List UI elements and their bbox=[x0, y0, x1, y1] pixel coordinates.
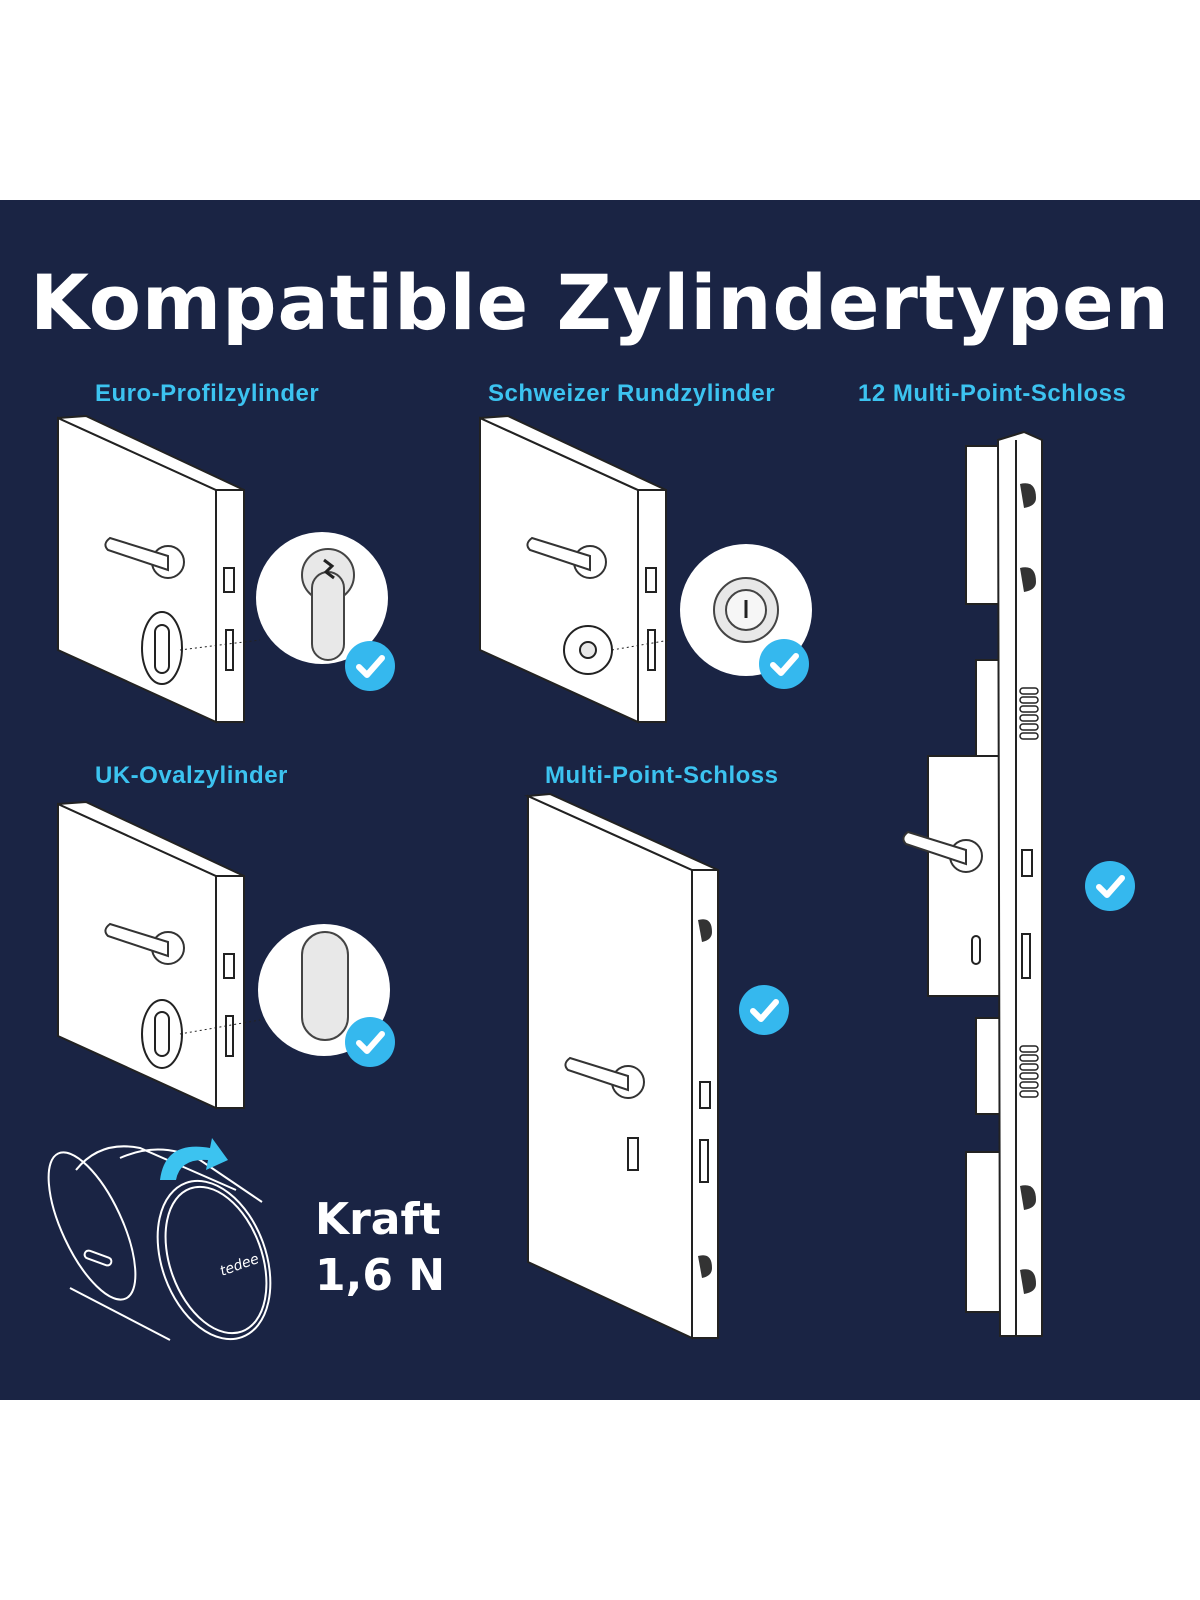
rotate-arrow-icon bbox=[160, 1138, 228, 1180]
force-value: 1,6 N bbox=[315, 1250, 446, 1301]
label-swiss-round: Schweizer Rundzylinder bbox=[488, 380, 776, 407]
uk-oval-door-illustration bbox=[57, 801, 395, 1109]
swiss-round-door-illustration bbox=[479, 415, 812, 723]
check-icon bbox=[345, 1017, 395, 1067]
page-title: Kompatible Zylindertypen bbox=[30, 258, 1170, 347]
check-icon bbox=[345, 641, 395, 691]
euro-profile-door-illustration bbox=[57, 415, 395, 723]
smart-lock-illustration: tedee bbox=[47, 1138, 272, 1341]
multi-point-door-illustration bbox=[524, 792, 789, 1340]
12-multi-point-lock-illustration bbox=[902, 430, 1135, 1337]
check-icon bbox=[759, 639, 809, 689]
label-euro-profile: Euro-Profilzylinder bbox=[95, 380, 320, 407]
check-icon bbox=[1085, 861, 1135, 911]
check-icon bbox=[739, 985, 789, 1035]
label-12-multi-point: 12 Multi-Point-Schloss bbox=[858, 380, 1127, 407]
label-multi-point: Multi-Point-Schloss bbox=[545, 762, 779, 789]
force-text: Kraft 1,6 N bbox=[315, 1192, 445, 1304]
label-uk-oval: UK-Ovalzylinder bbox=[95, 762, 288, 789]
brand-logo: tedee bbox=[218, 1251, 261, 1280]
force-label: Kraft bbox=[315, 1194, 441, 1245]
